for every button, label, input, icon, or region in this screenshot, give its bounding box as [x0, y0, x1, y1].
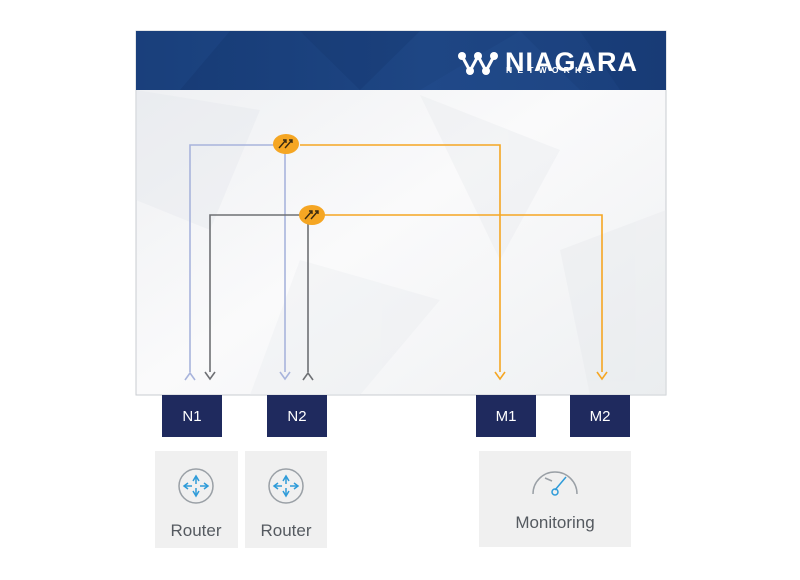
brand-subtitle: NETWORKS [506, 65, 597, 75]
arrow-down-m2 [596, 371, 608, 381]
header-texture [136, 31, 666, 90]
port-n1-label: N1 [182, 408, 201, 425]
chassis-texture [136, 90, 666, 395]
link-n2-tap2 [209, 214, 309, 372]
port-m2[interactable]: M2 [570, 395, 630, 437]
arrow-up-n1 [184, 371, 196, 381]
monitoring-label: Monitoring [515, 513, 594, 532]
router-card-1: Router [155, 451, 238, 548]
router-1-label: Router [170, 521, 221, 540]
tap-switch-icon [304, 210, 319, 220]
link-n1-tap1 [189, 144, 285, 372]
router-2-label: Router [260, 521, 311, 540]
port-n1[interactable]: N1 [162, 395, 222, 437]
port-m2-label: M2 [590, 408, 611, 425]
chassis-header [136, 31, 666, 90]
router-icon [178, 468, 214, 504]
port-n2[interactable]: N2 [267, 395, 327, 437]
port-m1[interactable]: M1 [476, 395, 536, 437]
tap-node-2 [299, 205, 325, 225]
tap-node-1 [273, 134, 299, 154]
arrow-down-n2 [279, 371, 291, 381]
router-card-2: Router [245, 451, 327, 548]
tap-device-chassis [135, 30, 667, 396]
arrow-down-m1 [494, 371, 506, 381]
port-n2-label: N2 [287, 408, 306, 425]
router-icon [268, 468, 304, 504]
arrowheads [184, 371, 608, 381]
brand-name: NIAGARA [505, 47, 638, 77]
feed-tap1-m1 [300, 144, 501, 372]
arrow-up-n2 [302, 371, 314, 381]
brand-logo: NIAGARA NETWORKS [458, 47, 638, 77]
feed-tap2-m2 [324, 214, 603, 372]
tap-switch-icon [278, 139, 293, 149]
port-m1-label: M1 [496, 408, 517, 425]
traffic-lines [189, 144, 603, 372]
arrow-down-n1 [204, 371, 216, 381]
gauge-icon [532, 471, 578, 496]
niagara-logo-icon [458, 52, 498, 75]
monitoring-card: Monitoring [479, 451, 631, 547]
